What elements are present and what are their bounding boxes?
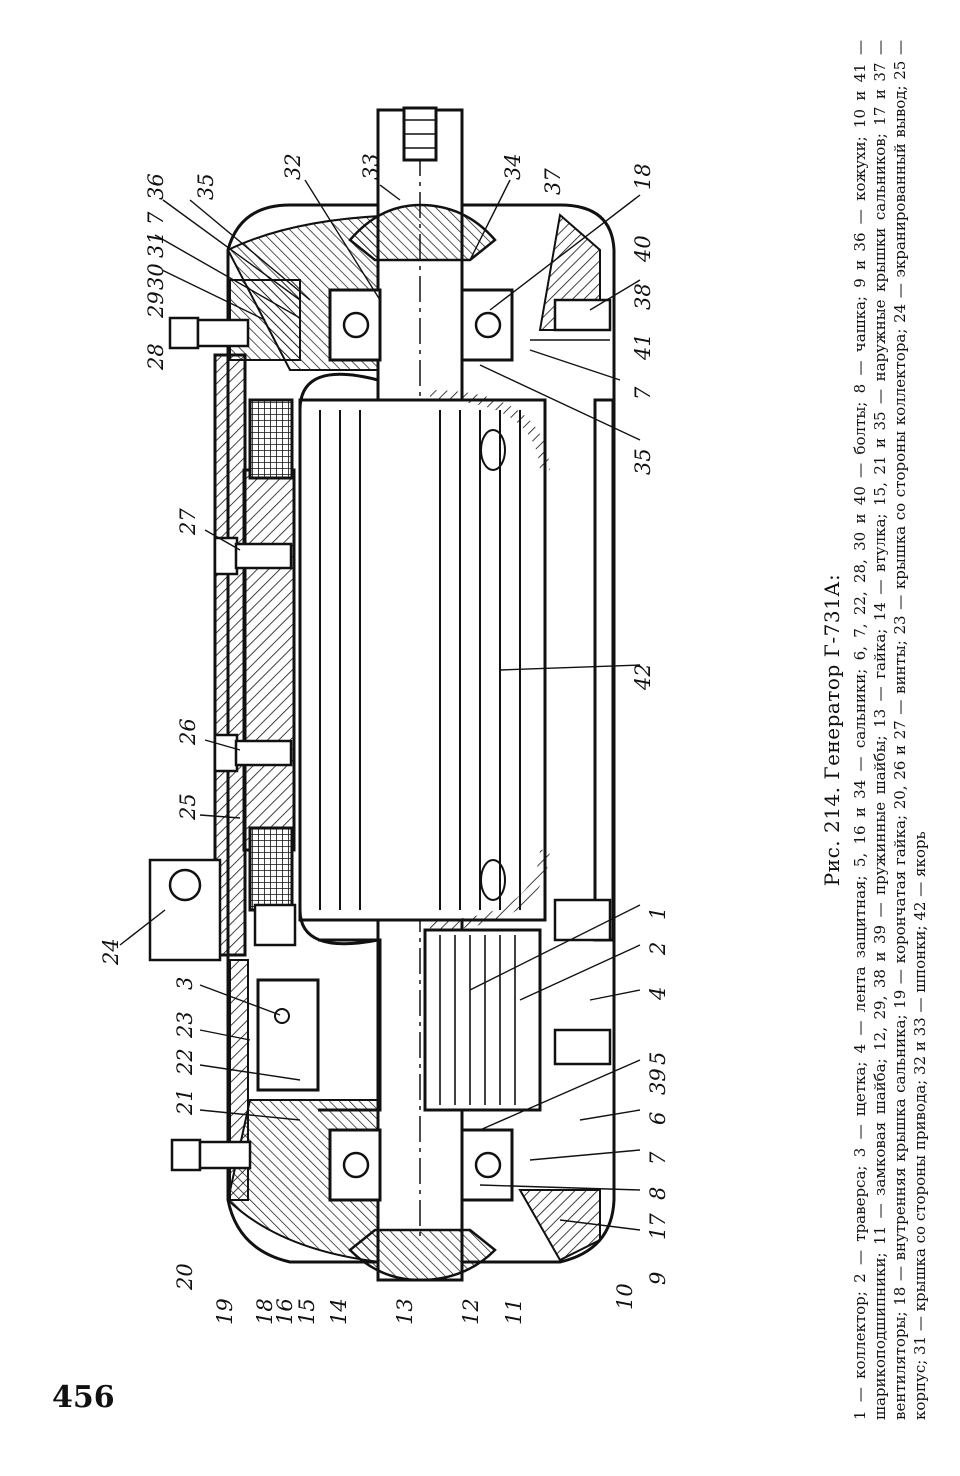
callout-17: 17 <box>646 1213 670 1240</box>
callout-39: 39 <box>646 1068 670 1095</box>
callout-25: 25 <box>176 793 200 821</box>
callout-9: 9 <box>646 1272 670 1285</box>
callout-16: 16 <box>273 1298 297 1325</box>
callout-6: 6 <box>646 1112 670 1125</box>
callout-4: 4 <box>646 987 670 1001</box>
callout-35-top: 35 <box>194 173 218 200</box>
callout-7-top: 7 <box>144 211 168 225</box>
armature <box>256 106 550 1282</box>
callout-34: 34 <box>501 153 525 180</box>
callout-10: 10 <box>613 1283 637 1310</box>
callout-23: 23 <box>173 1011 197 1039</box>
callout-15: 15 <box>295 1298 319 1325</box>
figure-legend: 1 — коллектор; 2 — траверса; 3 — щетка; … <box>851 40 929 1420</box>
callout-22: 22 <box>173 1048 197 1076</box>
page-number: 456 <box>52 1380 115 1415</box>
callout-38: 38 <box>631 283 655 310</box>
callout-33: 33 <box>359 153 383 180</box>
callout-28: 28 <box>144 343 168 371</box>
callout-26: 26 <box>176 718 200 746</box>
figure-title: Рис. 214. Генератор Г-731А: <box>820 573 844 887</box>
callout-18-top: 18 <box>631 163 655 190</box>
callout-40: 40 <box>631 235 655 263</box>
callout-27: 27 <box>176 508 200 536</box>
callout-20: 20 <box>173 1263 197 1291</box>
callout-24: 24 <box>99 938 123 966</box>
callout-13: 13 <box>393 1298 417 1325</box>
figure-caption: Рис. 214. Генератор Г-731А: 1 — коллекто… <box>820 40 960 1420</box>
callout-1: 1 <box>646 907 670 920</box>
callout-42: 42 <box>631 663 655 691</box>
callout-11: 11 <box>502 1298 526 1325</box>
housing <box>213 203 616 1264</box>
callout-18-bottom: 18 <box>253 1298 277 1325</box>
callout-12: 12 <box>459 1298 483 1325</box>
callout-36: 36 <box>144 173 168 200</box>
callout-30: 30 <box>144 263 168 290</box>
callout-41: 41 <box>631 333 655 361</box>
callout-21: 21 <box>173 1088 197 1116</box>
callout-3: 3 <box>173 977 197 990</box>
callout-29: 29 <box>144 291 168 319</box>
callout-37: 37 <box>541 168 565 195</box>
callout-32: 32 <box>281 153 305 180</box>
callout-2: 2 <box>646 942 670 956</box>
callout-35-right: 35 <box>631 448 655 475</box>
leader-lines <box>119 179 641 1231</box>
callout-31: 31 <box>144 231 168 258</box>
callout-8: 8 <box>646 1187 670 1200</box>
callout-14: 14 <box>327 1298 351 1325</box>
callout-5: 5 <box>646 1052 670 1065</box>
callout-numbers: 28 29 30 31 7 36 35 32 33 34 37 18 40 38… <box>99 153 670 1325</box>
callout-19: 19 <box>213 1298 237 1325</box>
callout-7-right: 7 <box>631 386 655 400</box>
callout-7-bottom: 7 <box>646 1151 670 1165</box>
